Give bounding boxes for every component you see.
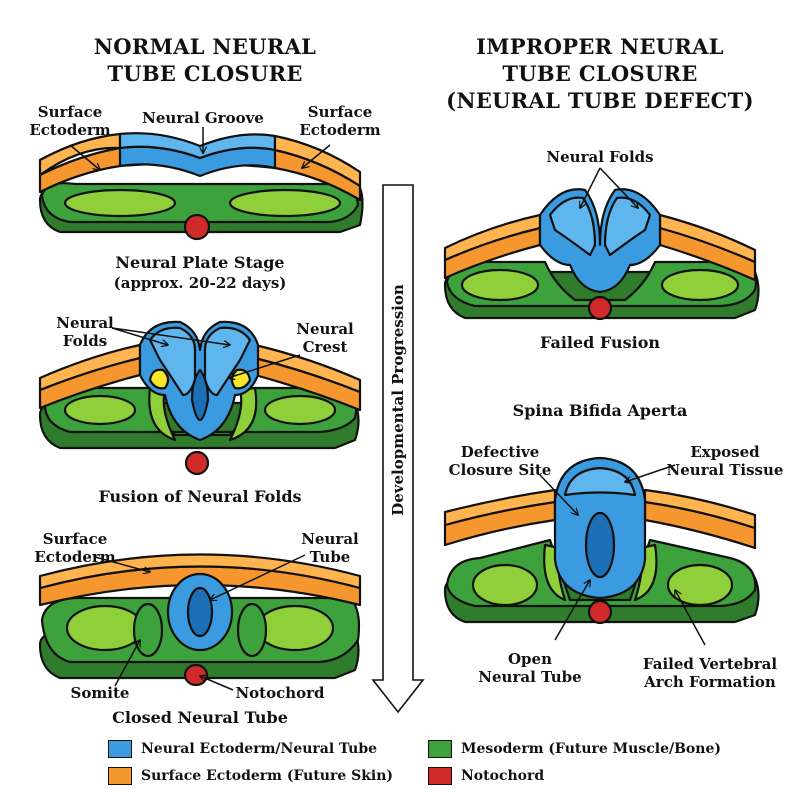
label-line: Closure Site — [448, 461, 552, 479]
label-line: Ectoderm — [29, 121, 111, 139]
label-open-neural-tube: Open Neural Tube — [470, 650, 590, 686]
progression-arrow — [371, 184, 425, 714]
legend-swatch-blue — [108, 740, 132, 758]
label-notochord: Notochord — [235, 684, 325, 702]
legend-surface-ectoderm: Surface Ectoderm (Future Skin) — [108, 767, 393, 785]
failed-fusion-illustration — [443, 188, 760, 321]
label-line: Defective — [460, 443, 540, 461]
caption-fusion: Fusion of Neural Folds — [98, 487, 302, 506]
neural-plate-illustration — [38, 132, 364, 241]
improper-title-line-2: TUBE CLOSURE — [502, 61, 698, 86]
label-defective-closure: Defective Closure Site — [440, 443, 560, 479]
closed-tube-illustration — [38, 553, 362, 687]
caption-closed-tube: Closed Neural Tube — [112, 708, 288, 727]
legend-swatch-red — [428, 767, 452, 785]
label-line: Surface — [37, 103, 103, 121]
spina-bifida-title: Spina Bifida Aperta — [512, 401, 688, 420]
legend-neural-ectoderm: Neural Ectoderm/Neural Tube — [108, 740, 377, 758]
label-exposed-neural-tissue: Exposed Neural Tissue — [660, 443, 790, 479]
label-line: Surface — [42, 530, 108, 548]
developmental-progression-label: Developmental Progression — [389, 284, 407, 516]
legend-label: Neural Ectoderm/Neural Tube — [141, 741, 378, 757]
legend-mesoderm: Mesoderm (Future Muscle/Bone) — [428, 740, 721, 758]
label-line: Neural — [56, 314, 114, 332]
label-surface-ectoderm-closed: Surface Ectoderm — [25, 530, 125, 566]
label-line: Crest — [302, 338, 348, 356]
legend-label: Surface Ectoderm (Future Skin) — [141, 768, 394, 784]
label-neural-tube: Neural Tube — [290, 530, 370, 566]
improper-title: IMPROPER NEURAL TUBE CLOSURE (NEURAL TUB… — [440, 33, 760, 114]
label-neural-crest: Neural Crest — [280, 320, 370, 356]
improper-title-line-3: (NEURAL TUBE DEFECT) — [446, 88, 754, 113]
improper-title-line-1: IMPROPER NEURAL — [476, 34, 724, 59]
caption-line: Neural Plate Stage — [115, 253, 285, 272]
legend-notochord: Notochord — [428, 767, 544, 785]
caption-neural-plate: Neural Plate Stage (approx. 20-22 days) — [70, 253, 330, 293]
label-somite: Somite — [70, 684, 130, 702]
label-neural-folds: Neural Folds — [40, 314, 130, 350]
label-line: Neural — [301, 530, 359, 548]
label-line: Neural Tissue — [666, 461, 784, 479]
caption-failed-fusion: Failed Fusion — [539, 333, 661, 352]
label-line: Neural Tube — [478, 668, 582, 686]
legend-label: Notochord — [461, 768, 545, 784]
label-neural-folds-failed: Neural Folds — [546, 148, 654, 166]
label-failed-vertebral-arch: Failed Vertebral Arch Formation — [630, 655, 790, 691]
label-line: Ectoderm — [299, 121, 381, 139]
label-line: Surface — [307, 103, 373, 121]
label-line: Folds — [62, 332, 108, 350]
label-surface-ectoderm-left: Surface Ectoderm — [20, 103, 120, 139]
legend-swatch-orange — [108, 767, 132, 785]
normal-title-line-1: NORMAL NEURAL — [93, 34, 317, 59]
label-line: Ectoderm — [34, 548, 116, 566]
normal-title-line-2: TUBE CLOSURE — [107, 61, 303, 86]
legend-label: Mesoderm (Future Muscle/Bone) — [461, 741, 721, 757]
label-line: Neural — [296, 320, 354, 338]
label-line: Tube — [309, 548, 351, 566]
leader-lines — [69, 127, 706, 691]
spina-bifida-illustration — [443, 456, 760, 625]
label-line: Open — [507, 650, 552, 668]
fusion-illustration — [38, 320, 362, 476]
label-line: Arch Formation — [644, 673, 776, 691]
normal-title: NORMAL NEURAL TUBE CLOSURE — [60, 33, 350, 87]
label-line: Exposed — [690, 443, 760, 461]
legend-swatch-green — [428, 740, 452, 758]
caption-line: (approx. 20-22 days) — [113, 274, 287, 292]
label-line: Failed Vertebral — [642, 655, 778, 673]
label-surface-ectoderm-right: Surface Ectoderm — [290, 103, 390, 139]
label-neural-groove: Neural Groove — [142, 109, 264, 127]
